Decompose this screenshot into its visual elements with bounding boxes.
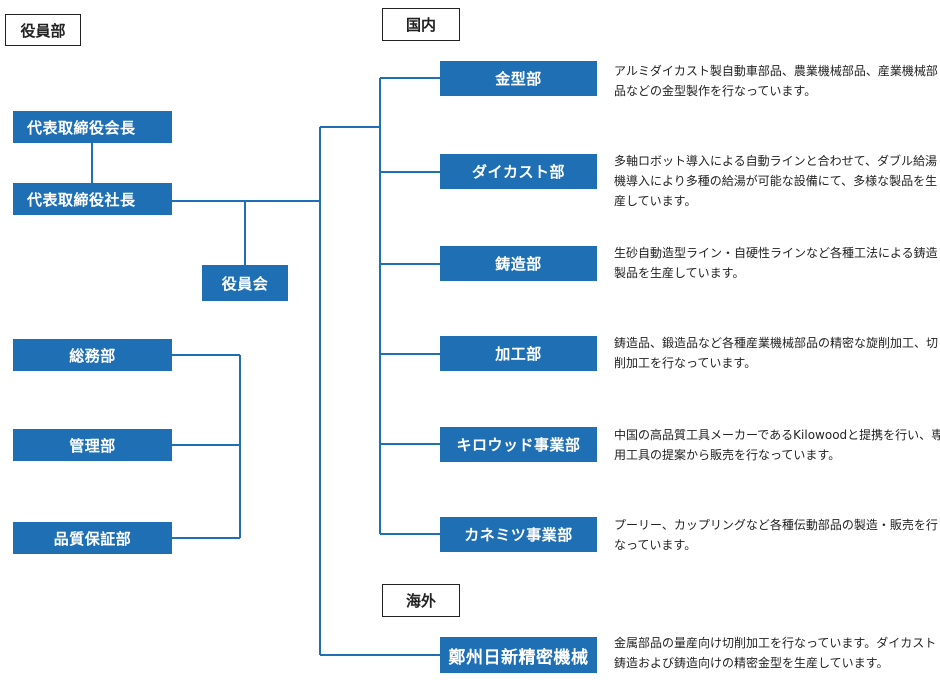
officers-label: 役員部 [5, 14, 81, 46]
admin-dept-general-affairs: 総務部 [13, 339, 172, 371]
domestic-dept-casting: 鋳造部 [440, 246, 597, 281]
domestic-dept-die-casting: ダイカスト部 [440, 154, 597, 189]
domestic-dept-kanemitsu: カネミツ事業部 [440, 517, 597, 552]
board-box: 役員会 [202, 265, 288, 301]
overseas-dept-zhengzhou: 鄭州日新精密機械 [440, 637, 597, 673]
admin-dept-quality-assurance: 品質保証部 [13, 522, 172, 554]
domestic-dept-casting-description: 生砂自動造型ライン・自硬性ラインなど各種工法による鋳造製品を生産しています。 [614, 246, 938, 280]
domestic-dept-die-casting-description: 多軸ロボット導入による自動ラインと合わせて、ダブル給湯機導入により多種の給湯が可… [614, 154, 938, 208]
domestic-dept-kanemitsu-description: プーリー、カップリングなど各種伝動部品の製造・販売を行なっています。 [614, 518, 938, 552]
domestic-dept-machining: 加工部 [440, 336, 597, 371]
domestic-dept-mold-description: アルミダイカスト製自動車部品、農業機械部品、産業機械部品などの金型製作を行なって… [614, 64, 938, 98]
domestic-dept-kilowood: キロウッド事業部 [440, 427, 597, 462]
chairman-box: 代表取締役会長 [13, 111, 172, 143]
domestic-label: 国内 [382, 8, 460, 41]
domestic-dept-mold: 金型部 [440, 61, 597, 96]
overseas-dept-zhengzhou-description: 金属部品の量産向け切削加工を行なっています。ダイカスト鋳造および鋳造向けの精密金… [614, 636, 937, 670]
president-box: 代表取締役社長 [13, 183, 172, 215]
overseas-label: 海外 [382, 584, 460, 617]
domestic-dept-machining-description: 鋳造品、鍛造品など各種産業機械部品の精密な旋削加工、切削加工を行なっています。 [614, 336, 939, 370]
domestic-dept-kilowood-description: 中国の高品質工具メーカーであるKilowoodと提携を行い、専用工具の提案から販… [614, 428, 940, 462]
admin-dept-management: 管理部 [13, 429, 172, 461]
